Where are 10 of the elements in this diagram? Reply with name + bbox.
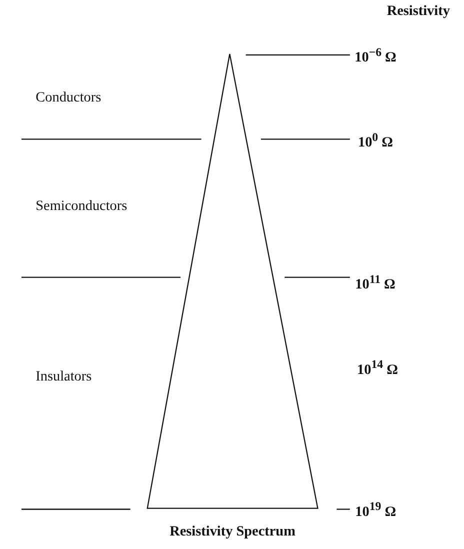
resistivity-value: 10$^{0}$ Ω [358,130,394,152]
resistivity-value: 10$^{14}$ Ω [357,356,398,379]
resistivity-value: 10$^{−6}$ Ω [355,44,397,66]
resistivity-value: 10$^{19}$ Ω [356,498,396,521]
column-heading: Resistivity [387,2,450,20]
region-label: Conductors [36,88,102,106]
region-label: Insulators [36,368,92,386]
resistivity-value: 10$^{11}$ Ω [356,272,396,294]
region-label: Semiconductors [36,198,128,215]
caption: Resistivity Spectrum [170,523,296,540]
